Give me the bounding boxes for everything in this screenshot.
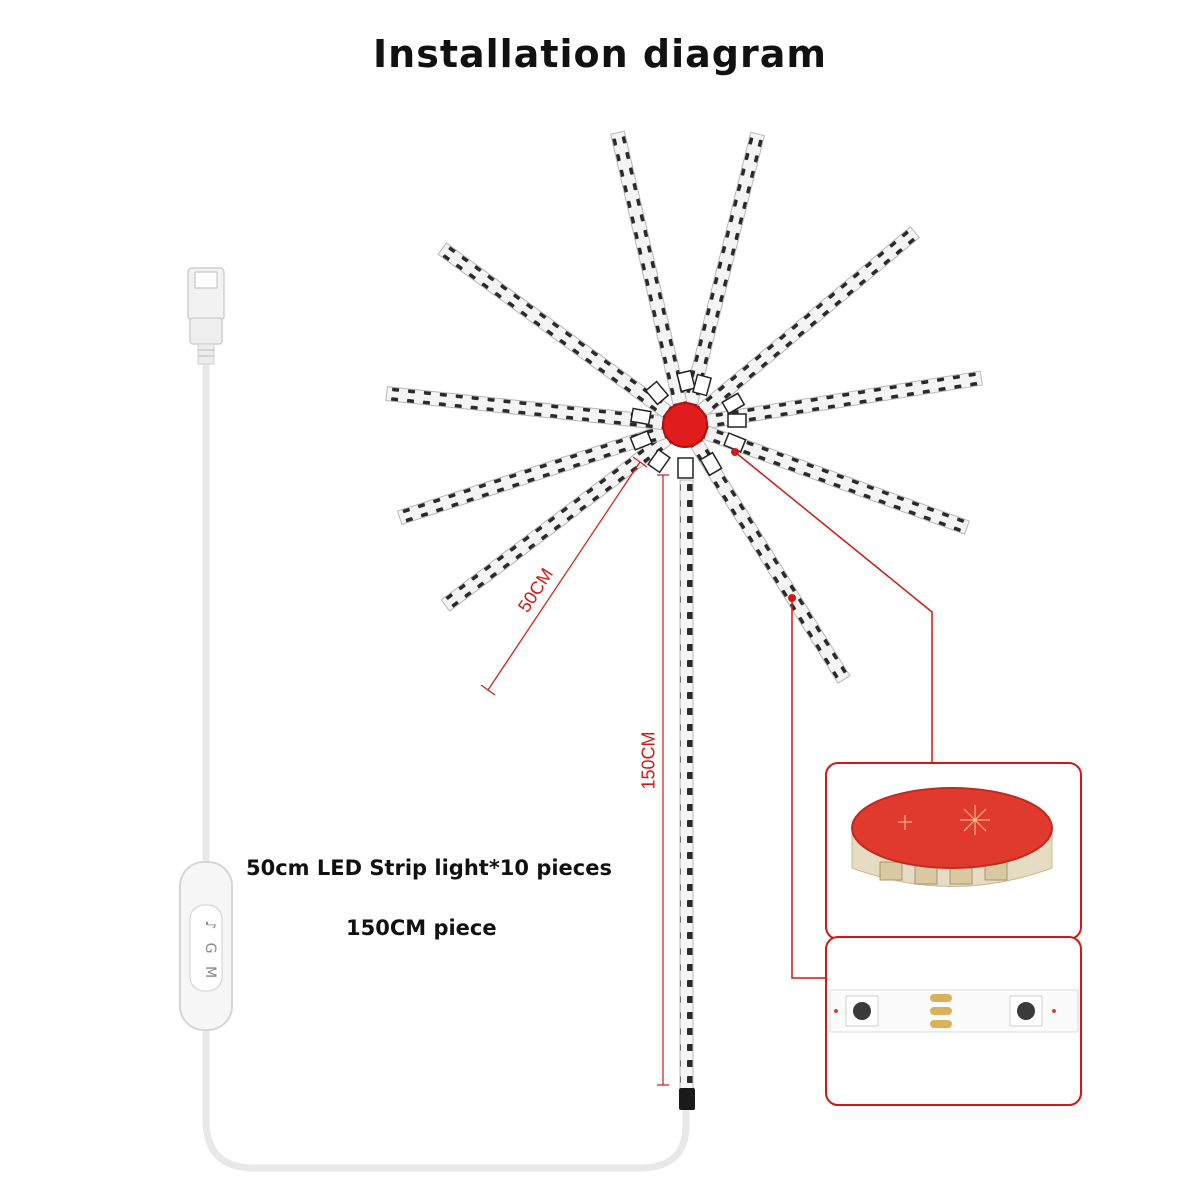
dimension-50cm	[480, 456, 648, 696]
dimension-label-150cm: 150CM	[638, 731, 659, 790]
hub-connectors	[629, 369, 747, 479]
strip-closeup	[829, 989, 1079, 1033]
diagram-title: Installation diagram	[373, 32, 827, 76]
note-strip-pieces: 50cm LED Strip light*10 pieces	[246, 856, 612, 880]
remote-controller: ♪ G M	[179, 861, 233, 1031]
svg-text:♪: ♪	[202, 921, 218, 930]
led-strip-burst	[385, 130, 983, 1091]
callout-dot	[731, 448, 739, 456]
svg-text:G: G	[202, 943, 218, 954]
hub-closeup	[851, 787, 1053, 887]
usb-plug-icon	[187, 267, 225, 365]
led-strip-long	[679, 479, 694, 1091]
led-strip	[440, 418, 690, 612]
usb-cable-lower	[202, 1020, 690, 1172]
hub	[662, 402, 708, 448]
svg-text:M: M	[202, 966, 218, 978]
dimension-150cm	[657, 474, 669, 1086]
end-connector	[679, 1088, 695, 1110]
callout-lines	[734, 451, 933, 979]
callout-dot	[788, 594, 796, 602]
note-long-piece: 150CM piece	[346, 916, 497, 940]
